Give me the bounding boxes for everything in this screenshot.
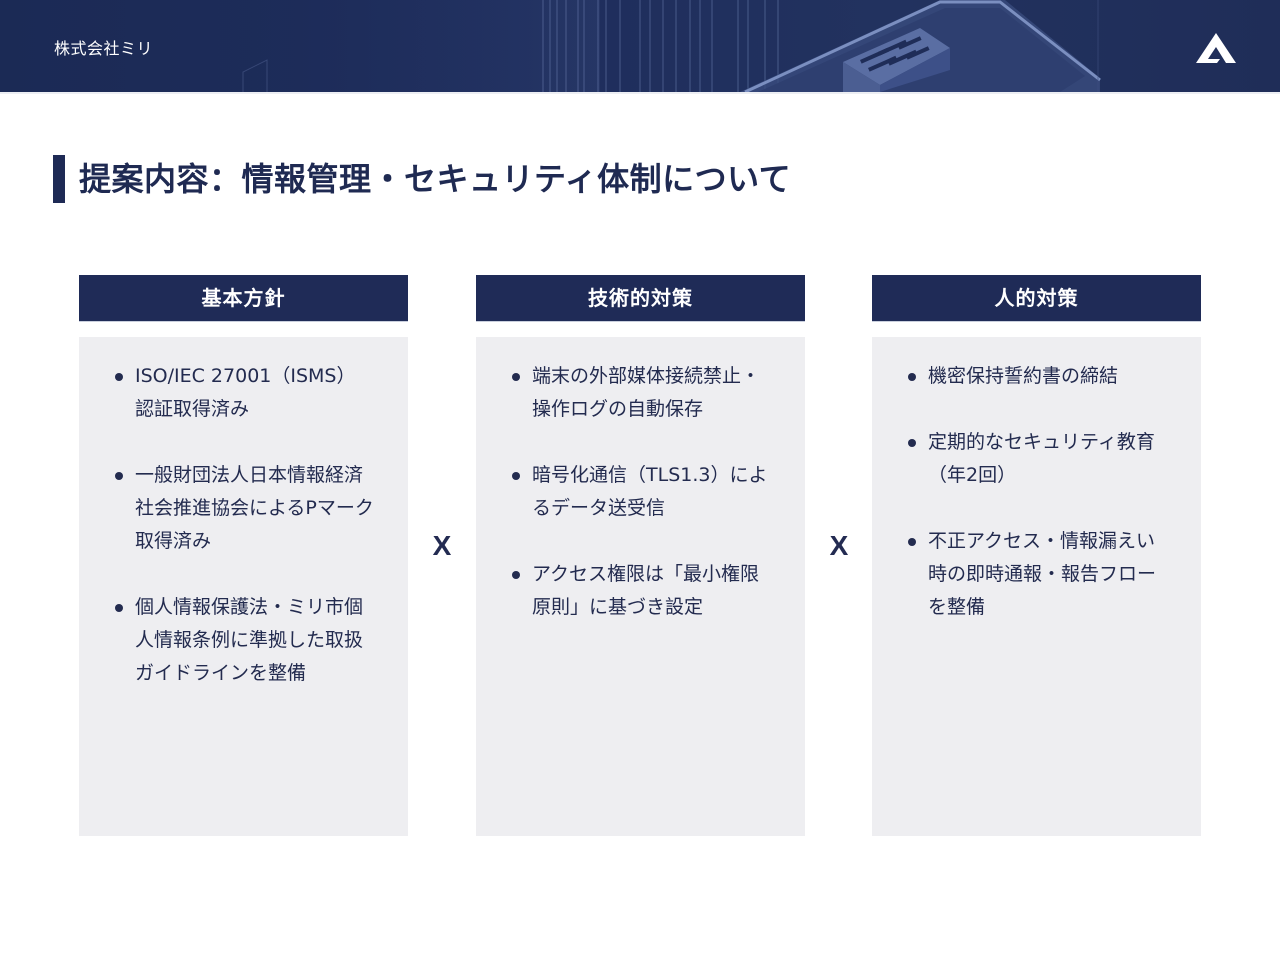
bullet-icon: [512, 373, 520, 381]
column-technical-measures: 技術的対策 端末の外部媒体接続禁止・操作ログの自動保存 暗号化通信（TLS1.3…: [476, 275, 805, 836]
column-body: 端末の外部媒体接続禁止・操作ログの自動保存 暗号化通信（TLS1.3）によるデー…: [476, 337, 805, 836]
header-divider: [0, 92, 1280, 94]
column-heading: 基本方針: [79, 275, 408, 321]
bullet-icon: [115, 373, 123, 381]
list-item-text: 定期的なセキュリティ教育（年2回）: [928, 431, 1155, 486]
column-basic-policy: 基本方針 ISO/IEC 27001（ISMS） 認証取得済み 一般財団法人日本…: [79, 275, 408, 836]
bullet-icon: [908, 373, 916, 381]
bullet-icon: [512, 571, 520, 579]
list-item-text: 暗号化通信（TLS1.3）によるデータ送受信: [532, 464, 768, 519]
list-item: 端末の外部媒体接続禁止・操作ログの自動保存: [510, 360, 775, 426]
bullet-list: 機密保持誓約書の締結 定期的なセキュリティ教育（年2回） 不正アクセス・情報漏え…: [906, 360, 1171, 624]
column-body: 機密保持誓約書の締結 定期的なセキュリティ教育（年2回） 不正アクセス・情報漏え…: [872, 337, 1201, 836]
bullet-icon: [115, 472, 123, 480]
cross-separator: X: [829, 530, 849, 561]
bullet-icon: [908, 538, 916, 546]
list-item: 不正アクセス・情報漏えい時の即時通報・報告フローを整備: [906, 525, 1171, 624]
bullet-icon: [512, 472, 520, 480]
list-item: 個人情報保護法・ミリ市個人情報条例に準拠した取扱ガイドラインを整備: [113, 591, 378, 690]
list-item: 定期的なセキュリティ教育（年2回）: [906, 426, 1171, 492]
list-item-text: 不正アクセス・情報漏えい時の即時通報・報告フローを整備: [928, 530, 1157, 618]
header-banner: 株式会社ミリ: [0, 0, 1280, 92]
list-item: ISO/IEC 27001（ISMS） 認証取得済み: [113, 360, 378, 426]
list-item-text: 機密保持誓約書の締結: [928, 365, 1119, 387]
list-item-text: アクセス権限は「最小権限原則」に基づき設定: [532, 563, 760, 618]
list-item-text: ISO/IEC 27001（ISMS） 認証取得済み: [135, 365, 356, 420]
bullet-list: ISO/IEC 27001（ISMS） 認証取得済み 一般財団法人日本情報経済社…: [113, 360, 378, 690]
title-accent-bar: [53, 155, 65, 203]
list-item: アクセス権限は「最小権限原則」に基づき設定: [510, 558, 775, 624]
triangle-a-logo-icon: [1196, 33, 1236, 63]
bullet-icon: [115, 604, 123, 612]
list-item: 一般財団法人日本情報経済社会推進協会によるPマーク取得済み: [113, 459, 378, 558]
list-item-text: 一般財団法人日本情報経済社会推進協会によるPマーク取得済み: [135, 464, 374, 552]
list-item: 暗号化通信（TLS1.3）によるデータ送受信: [510, 459, 775, 525]
list-item: 機密保持誓約書の締結: [906, 360, 1171, 393]
column-human-measures: 人的対策 機密保持誓約書の締結 定期的なセキュリティ教育（年2回） 不正アクセス…: [872, 275, 1201, 836]
column-heading: 技術的対策: [476, 275, 805, 321]
column-heading: 人的対策: [872, 275, 1201, 321]
company-name: 株式会社ミリ: [54, 39, 154, 58]
page-title: 提案内容：情報管理・セキュリティ体制について: [79, 160, 792, 198]
list-item-text: 端末の外部媒体接続禁止・操作ログの自動保存: [532, 365, 761, 420]
bullet-icon: [908, 439, 916, 447]
building-illustration: [242, 0, 1101, 92]
cross-separator: X: [432, 530, 452, 561]
column-body: ISO/IEC 27001（ISMS） 認証取得済み 一般財団法人日本情報経済社…: [79, 337, 408, 836]
bullet-list: 端末の外部媒体接続禁止・操作ログの自動保存 暗号化通信（TLS1.3）によるデー…: [510, 360, 775, 624]
list-item-text: 個人情報保護法・ミリ市個人情報条例に準拠した取扱ガイドラインを整備: [135, 596, 364, 684]
